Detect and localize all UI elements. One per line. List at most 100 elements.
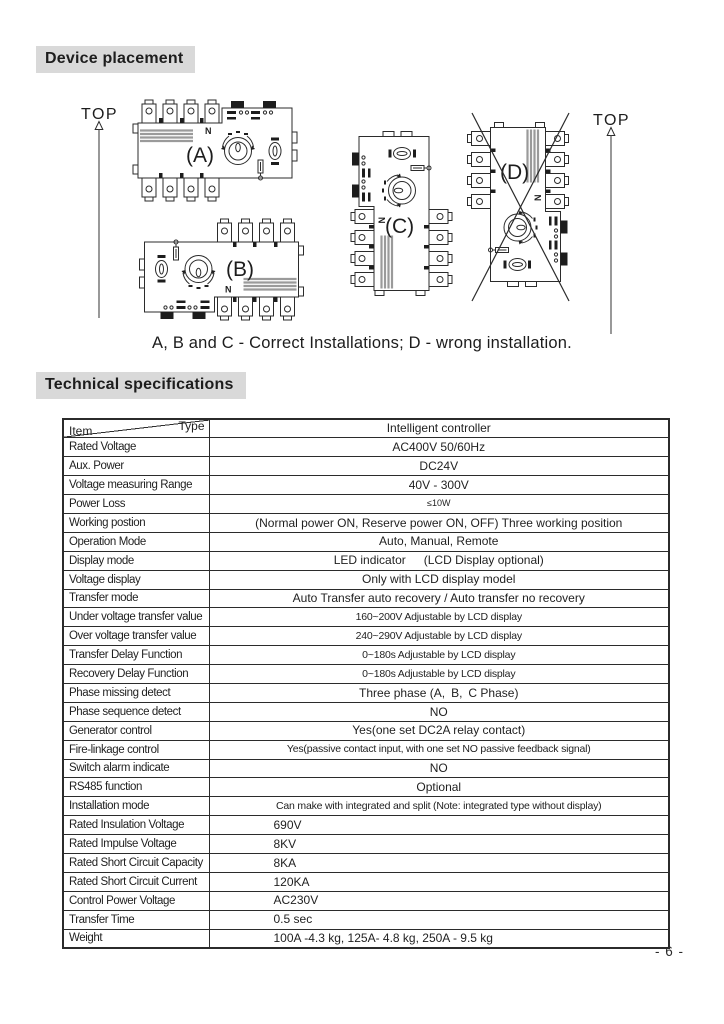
wrong-installation-cross [471,112,570,302]
spec-value: DC24V [208,456,670,477]
spec-item-label: Phase missing detect [62,682,210,703]
spec-item-label: Control Power Voltage [62,890,210,911]
table-row: Phase missing detect Three phase (A, B, … [62,682,670,703]
spec-item-label: Rated Insulation Voltage [62,815,210,836]
spec-value: 40V - 300V [208,475,670,496]
spec-value: 120KA [208,871,670,892]
spec-value: 0~180s Adjustable by LCD display [208,664,670,684]
spec-value: 100A -4.3 kg, 125A- 4.8 kg, 250A - 9.5 k… [208,928,670,949]
table-row: Recovery Delay Function 0~180s Adjustabl… [62,664,670,684]
top-label-right: TOP [593,112,630,129]
spec-value: 0.5 sec [208,909,670,930]
table-header-row: Item Type Intelligent controller [62,418,670,439]
device-c-label: (C) [385,215,414,238]
spec-value: Three phase (A, B, C Phase) [208,682,670,703]
spec-item-label: Phase sequence detect [62,701,210,722]
spec-item-label: Switch alarm indicate [62,758,210,779]
type-header-label: Type [178,419,205,433]
spec-value: Yes(passive contact input, with one set … [208,739,670,760]
table-row: Rated Short Circuit Current 120KA [62,871,670,892]
spec-value: Auto Transfer auto recovery / Auto trans… [208,588,670,609]
spec-item-label: Transfer Delay Function [62,645,210,666]
table-row: Fire-linkage control Yes(passive contact… [62,739,670,760]
spec-item-label: Display mode [62,550,210,571]
spec-value: 0~180s Adjustable by LCD display [208,645,670,666]
spec-value: LED indicator (LCD Display optional) [208,550,670,571]
page-number: - 6 - [654,944,684,959]
spec-value: Yes(one set DC2A relay contact) [208,720,670,741]
table-row: Aux. Power DC24V [62,456,670,477]
device-placement-heading: Device placement [36,46,196,73]
table-row: Rated Impulse Voltage 8KV [62,834,670,854]
device-placement-diagram: N [81,98,630,334]
device-d-label: (D) [500,161,529,184]
device-d-drawing: (D) [466,112,570,302]
device-b-label: (B) [226,258,254,281]
table-row: Rated Voltage AC400V 50/60Hz [62,437,670,458]
spec-item-label: Aux. Power [62,456,210,477]
spec-item-label: Transfer Time [62,909,210,930]
spec-value: ≤10W [208,494,670,514]
spec-item-label: Recovery Delay Function [62,664,210,684]
table-row: Control Power Voltage AC230V [62,890,670,911]
spec-value: Can make with integrated and split (Note… [208,796,670,817]
device-a-label: (A) [186,144,214,167]
spec-value: Auto, Manual, Remote [208,531,670,552]
table-row: Phase sequence detect NO [62,701,670,722]
item-header-label: Item [69,423,93,438]
spec-item-label: Working postion [62,512,210,533]
spec-item-label: Voltage measuring Range [62,475,210,496]
spec-item-label: Fire-linkage control [62,739,210,760]
table-row: Display mode LED indicator (LCD Display … [62,550,670,571]
table-row: Working postion (Normal power ON, Reserv… [62,512,670,533]
installation-caption: A, B and C - Correct Installations; D - … [152,334,572,352]
spec-item-label: Installation mode [62,796,210,817]
spec-item-label: Under voltage transfer value [62,607,210,628]
table-row: Voltage display Only with LCD display mo… [62,569,670,590]
controller-header-label: Intelligent controller [208,418,670,439]
spec-value: NO [208,758,670,779]
spec-item-label: Rated Impulse Voltage [62,834,210,854]
table-row: Generator control Yes(one set DC2A relay… [62,720,670,741]
table-row: Installation mode Can make with integrat… [62,796,670,817]
table-row: RS485 function Optional [62,777,670,798]
table-row: Switch alarm indicate NO [62,758,670,779]
specifications-table: Item Type Intelligent controller Rated V… [62,418,670,949]
spec-item-label: Generator control [62,720,210,741]
spec-item-label: Power Loss [62,494,210,514]
spec-item-label: RS485 function [62,777,210,798]
table-row: Weight 100A -4.3 kg, 125A- 4.8 kg, 250A … [62,928,670,949]
spec-item-label: Weight [62,928,210,949]
table-row: Transfer Delay Function 0~180s Adjustabl… [62,645,670,666]
device-a-drawing: (A) [131,98,299,203]
item-type-header-cell: Item Type [62,418,210,439]
table-row: Transfer mode Auto Transfer auto recover… [62,588,670,609]
spec-value: 160~200V Adjustable by LCD display [208,607,670,628]
spec-value: NO [208,701,670,722]
spec-item-label: Rated Short Circuit Capacity [62,852,210,873]
table-row: Voltage measuring Range 40V - 300V [62,475,670,496]
spec-item-label: Over voltage transfer value [62,626,210,647]
spec-value: (Normal power ON, Reserve power ON, OFF)… [208,512,670,533]
spec-item-label: Operation Mode [62,531,210,552]
table-row: Over voltage transfer value 240~290V Adj… [62,626,670,647]
spec-item-label: Rated Short Circuit Current [62,871,210,892]
spec-item-label: Rated Voltage [62,437,210,458]
spec-value: 690V [208,815,670,836]
spec-value: Only with LCD display model [208,569,670,590]
device-c-drawing: (C) [349,130,454,297]
spec-value: AC400V 50/60Hz [208,437,670,458]
spec-item-label: Transfer mode [62,588,210,609]
spec-value: 8KA [208,852,670,873]
table-row: Rated Insulation Voltage 690V [62,815,670,836]
top-arrow-right: TOP [593,112,630,334]
spec-item-label: Voltage display [62,569,210,590]
spec-value: 240~290V Adjustable by LCD display [208,626,670,647]
spec-value: AC230V [208,890,670,911]
top-label-left: TOP [81,106,118,123]
technical-specifications-heading: Technical specifications [36,372,246,399]
table-row: Rated Short Circuit Capacity 8KA [62,852,670,873]
table-row: Transfer Time 0.5 sec [62,909,670,930]
spec-value: 8KV [208,834,670,854]
table-row: Operation Mode Auto, Manual, Remote [62,531,670,552]
